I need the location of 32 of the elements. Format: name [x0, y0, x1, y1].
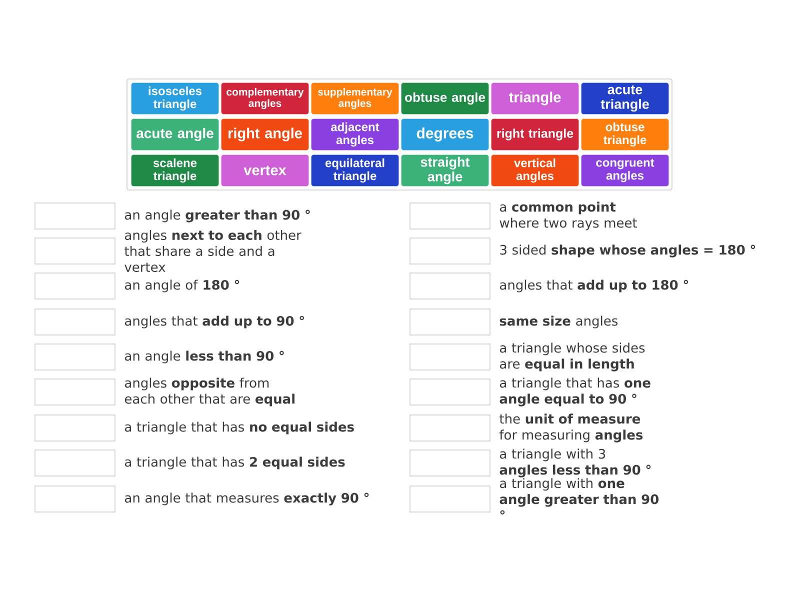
word-tile: isosceles triangle	[131, 82, 219, 114]
word-tile: scalene triangle	[131, 154, 219, 186]
word-tile: adjacent angles	[311, 118, 399, 150]
word-tile: triangle	[491, 82, 579, 114]
word-tile: complementary angles	[221, 82, 309, 114]
definition-text: a triangle that has no equal sides	[125, 422, 354, 434]
word-tile: vertical angles	[491, 154, 579, 186]
definition-text: 3 sided shape whose angles = 180 °	[500, 244, 756, 258]
definition-text: same size angles	[500, 316, 618, 328]
definition-text: angles opposite from each other that are equal	[124, 378, 294, 406]
definition-text: a common point where two rays meet	[500, 202, 638, 230]
word-tile: acute angle	[131, 118, 219, 150]
word-tile: equilateral triangle	[311, 154, 399, 186]
word-tile: congruent angles	[581, 154, 669, 186]
word-tile: vertex	[221, 154, 309, 186]
definition-text: angles that add up to 90 °	[125, 316, 304, 328]
word-tile: supplementary angles	[311, 82, 399, 114]
word-tile: acute triangle	[581, 82, 669, 114]
definition-text: an angle less than 90 °	[125, 350, 284, 364]
word-tile: obtuse angle	[401, 82, 489, 114]
definition-text: an angle greater than 90 °	[125, 210, 310, 222]
word-tile: degrees	[401, 118, 489, 150]
tile-tray	[126, 78, 672, 190]
word-tile: straight angle	[401, 154, 489, 186]
word-tile: right triangle	[491, 118, 579, 150]
definition-text: an angle of 180 °	[125, 280, 240, 292]
word-tile: obtuse triangle	[581, 118, 669, 150]
definition-text: a triangle with one angle greater than 90 °	[500, 478, 659, 514]
definition-text: an angle that measures exactly 90 °	[125, 492, 369, 506]
definition-text: angles that add up to 180 °	[500, 280, 688, 292]
word-tile: right angle	[221, 118, 309, 150]
definition-text: a triangle that has 2 equal sides	[125, 456, 345, 470]
